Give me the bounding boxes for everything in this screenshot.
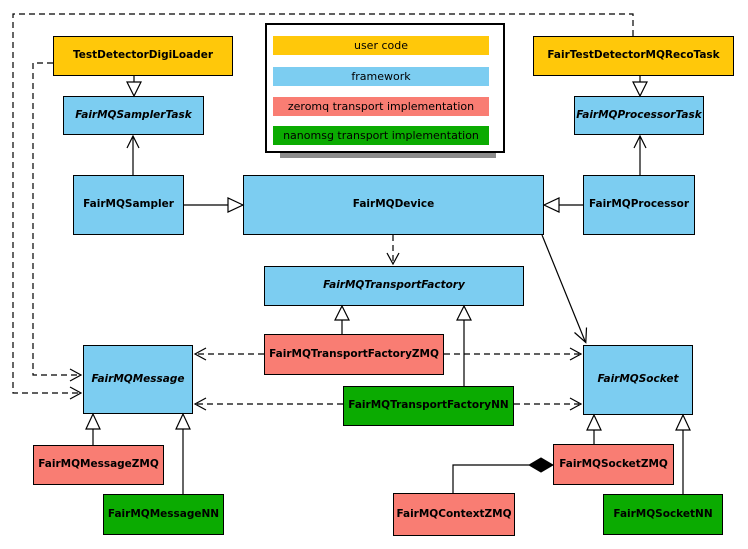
legend-item-zeromq: zeromq transport implementation [273,97,489,116]
class-node-fairmqprocessor: FairMQProcessor [583,175,695,235]
class-node-fairmqdevice: FairMQDevice [243,175,544,235]
class-node-fairmqmessagezmq: FairMQMessageZMQ [33,445,164,485]
class-node-fairmqprocessortask: FairMQProcessorTask [574,96,704,135]
edge-testdetectordigiloader-fairmqsamplertask [126,76,142,98]
edge-fairmqmessagezmq-fairmqmessage [85,412,101,445]
class-node-fairmqmessagenn: FairMQMessageNN [103,494,224,535]
edge-fairmqprocessor-fairmqdevice [542,197,583,213]
edge-fairmqdevice-fairmqsocket [541,234,588,344]
edge-fairmqsampler-fairmqdevice [184,197,245,213]
edge-fairmqsocketzmq-fairmqsocket [586,413,602,444]
class-node-fairmqtransportfactoryzmq: FairMQTransportFactoryZMQ [264,334,444,375]
edge-fairmqtransportfactorynn-fairmqtransportfactory [456,304,472,386]
class-node-fairmqcontextzmq: FairMQContextZMQ [393,493,515,536]
legend-box: user code framework zeromq transport imp… [265,23,505,158]
legend-item-nanomsg: nanomsg transport implementation [273,126,489,145]
legend-item-user-code: user code [273,36,489,55]
edge-fairmqtransportfactorynn-fairmqsocket [514,397,583,411]
class-node-fairmqsocketzmq: FairMQSocketZMQ [553,444,674,485]
class-node-fairtestdetectormqrecotask: FairTestDetectorMQRecoTask [533,36,734,76]
edge-fairmqmessagenn-fairmqmessage [175,412,191,494]
edge-fairmqtransportfactoryzmq-fairmqtransportfactory [334,304,350,334]
class-node-fairmqsocketnn: FairMQSocketNN [603,494,723,535]
class-node-fairmqmessage: FairMQMessage [83,345,193,414]
edge-fairmqprocessor-fairmqprocessortask [633,134,647,175]
edge-fairmqcontextzmq-fairmqsocketzmq [452,457,554,493]
class-node-testdetectordigiloader: TestDetectorDigiLoader [53,36,233,76]
class-node-fairmqtransportfactory: FairMQTransportFactory [264,266,524,306]
edge-fairmqtransportfactoryzmq-fairmqmessage [193,347,264,361]
edge-fairmqdevice-fairmqtransportfactory [386,235,400,266]
edge-fairmqtransportfactoryzmq-fairmqsocket [444,347,583,361]
class-node-fairmqsocket: FairMQSocket [583,345,693,415]
legend-item-framework: framework [273,67,489,86]
edge-fairmqtransportfactorynn-fairmqmessage [193,397,343,411]
class-node-fairmqsampler: FairMQSampler [73,175,184,235]
class-node-fairmqtransportfactorynn: FairMQTransportFactoryNN [343,386,514,426]
edge-fairmqsampler-fairmqsamplertask [126,134,140,175]
edge-fairtestdetectormqrecotask-fairmqprocessortask [632,76,648,98]
class-node-fairmqsamplertask: FairMQSamplerTask [63,96,204,135]
edge-fairmqsocketnn-fairmqsocket [675,413,691,494]
